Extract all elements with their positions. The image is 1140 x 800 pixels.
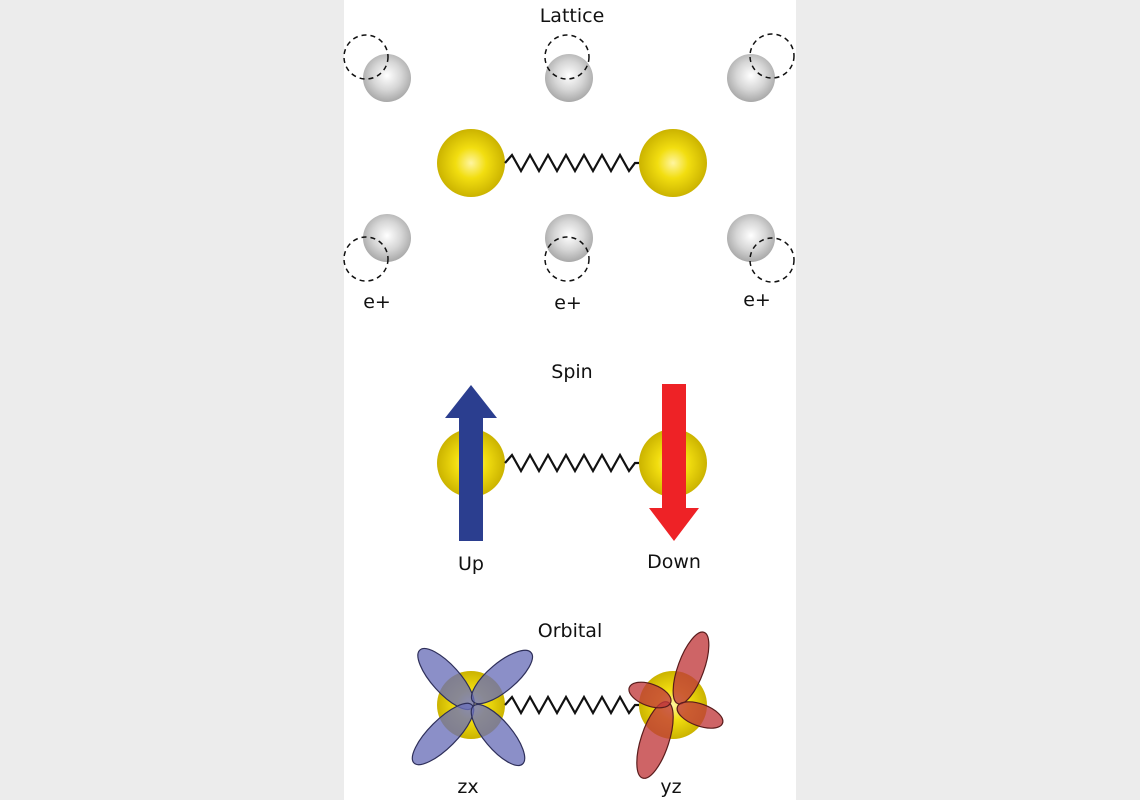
displacement-circle — [343, 236, 389, 282]
ion-charge-label: e+ — [363, 291, 391, 313]
spring — [504, 152, 639, 174]
spin-title: Spin — [551, 361, 592, 383]
spring — [504, 452, 639, 474]
ion-bottom-left — [343, 214, 411, 282]
spring — [504, 694, 639, 716]
ion-charge-label: e+ — [743, 289, 771, 311]
spin-up-arrow — [445, 385, 497, 541]
ion-bottom-right — [727, 214, 795, 283]
ion-bottom-middle — [544, 214, 593, 282]
atom-left — [437, 129, 505, 197]
displacement-circle — [544, 236, 590, 282]
displacement-circle — [544, 34, 590, 80]
spin-down-label: Down — [647, 551, 701, 573]
displacement-circle — [343, 34, 389, 80]
orbital-zx-label: zx — [457, 776, 478, 798]
orbital-title: Orbital — [538, 620, 602, 642]
atom-right — [639, 129, 707, 197]
orbital-yz-label: yz — [660, 776, 681, 798]
orbital-zx-lobes — [411, 647, 534, 767]
ion-charge-label: e+ — [554, 292, 582, 314]
ion-top-left — [343, 34, 411, 102]
lattice-electron-pair — [437, 129, 707, 197]
ion-top-middle — [544, 34, 593, 102]
displacement-circle — [749, 33, 795, 79]
displacement-circle — [749, 237, 795, 283]
spin-up-label: Up — [458, 553, 484, 575]
orbital-yz-lobes — [628, 631, 724, 779]
figure-panel — [344, 0, 796, 800]
spin-down-arrow — [649, 384, 699, 541]
lattice-title: Lattice — [540, 5, 605, 27]
ion-top-right — [727, 33, 795, 102]
